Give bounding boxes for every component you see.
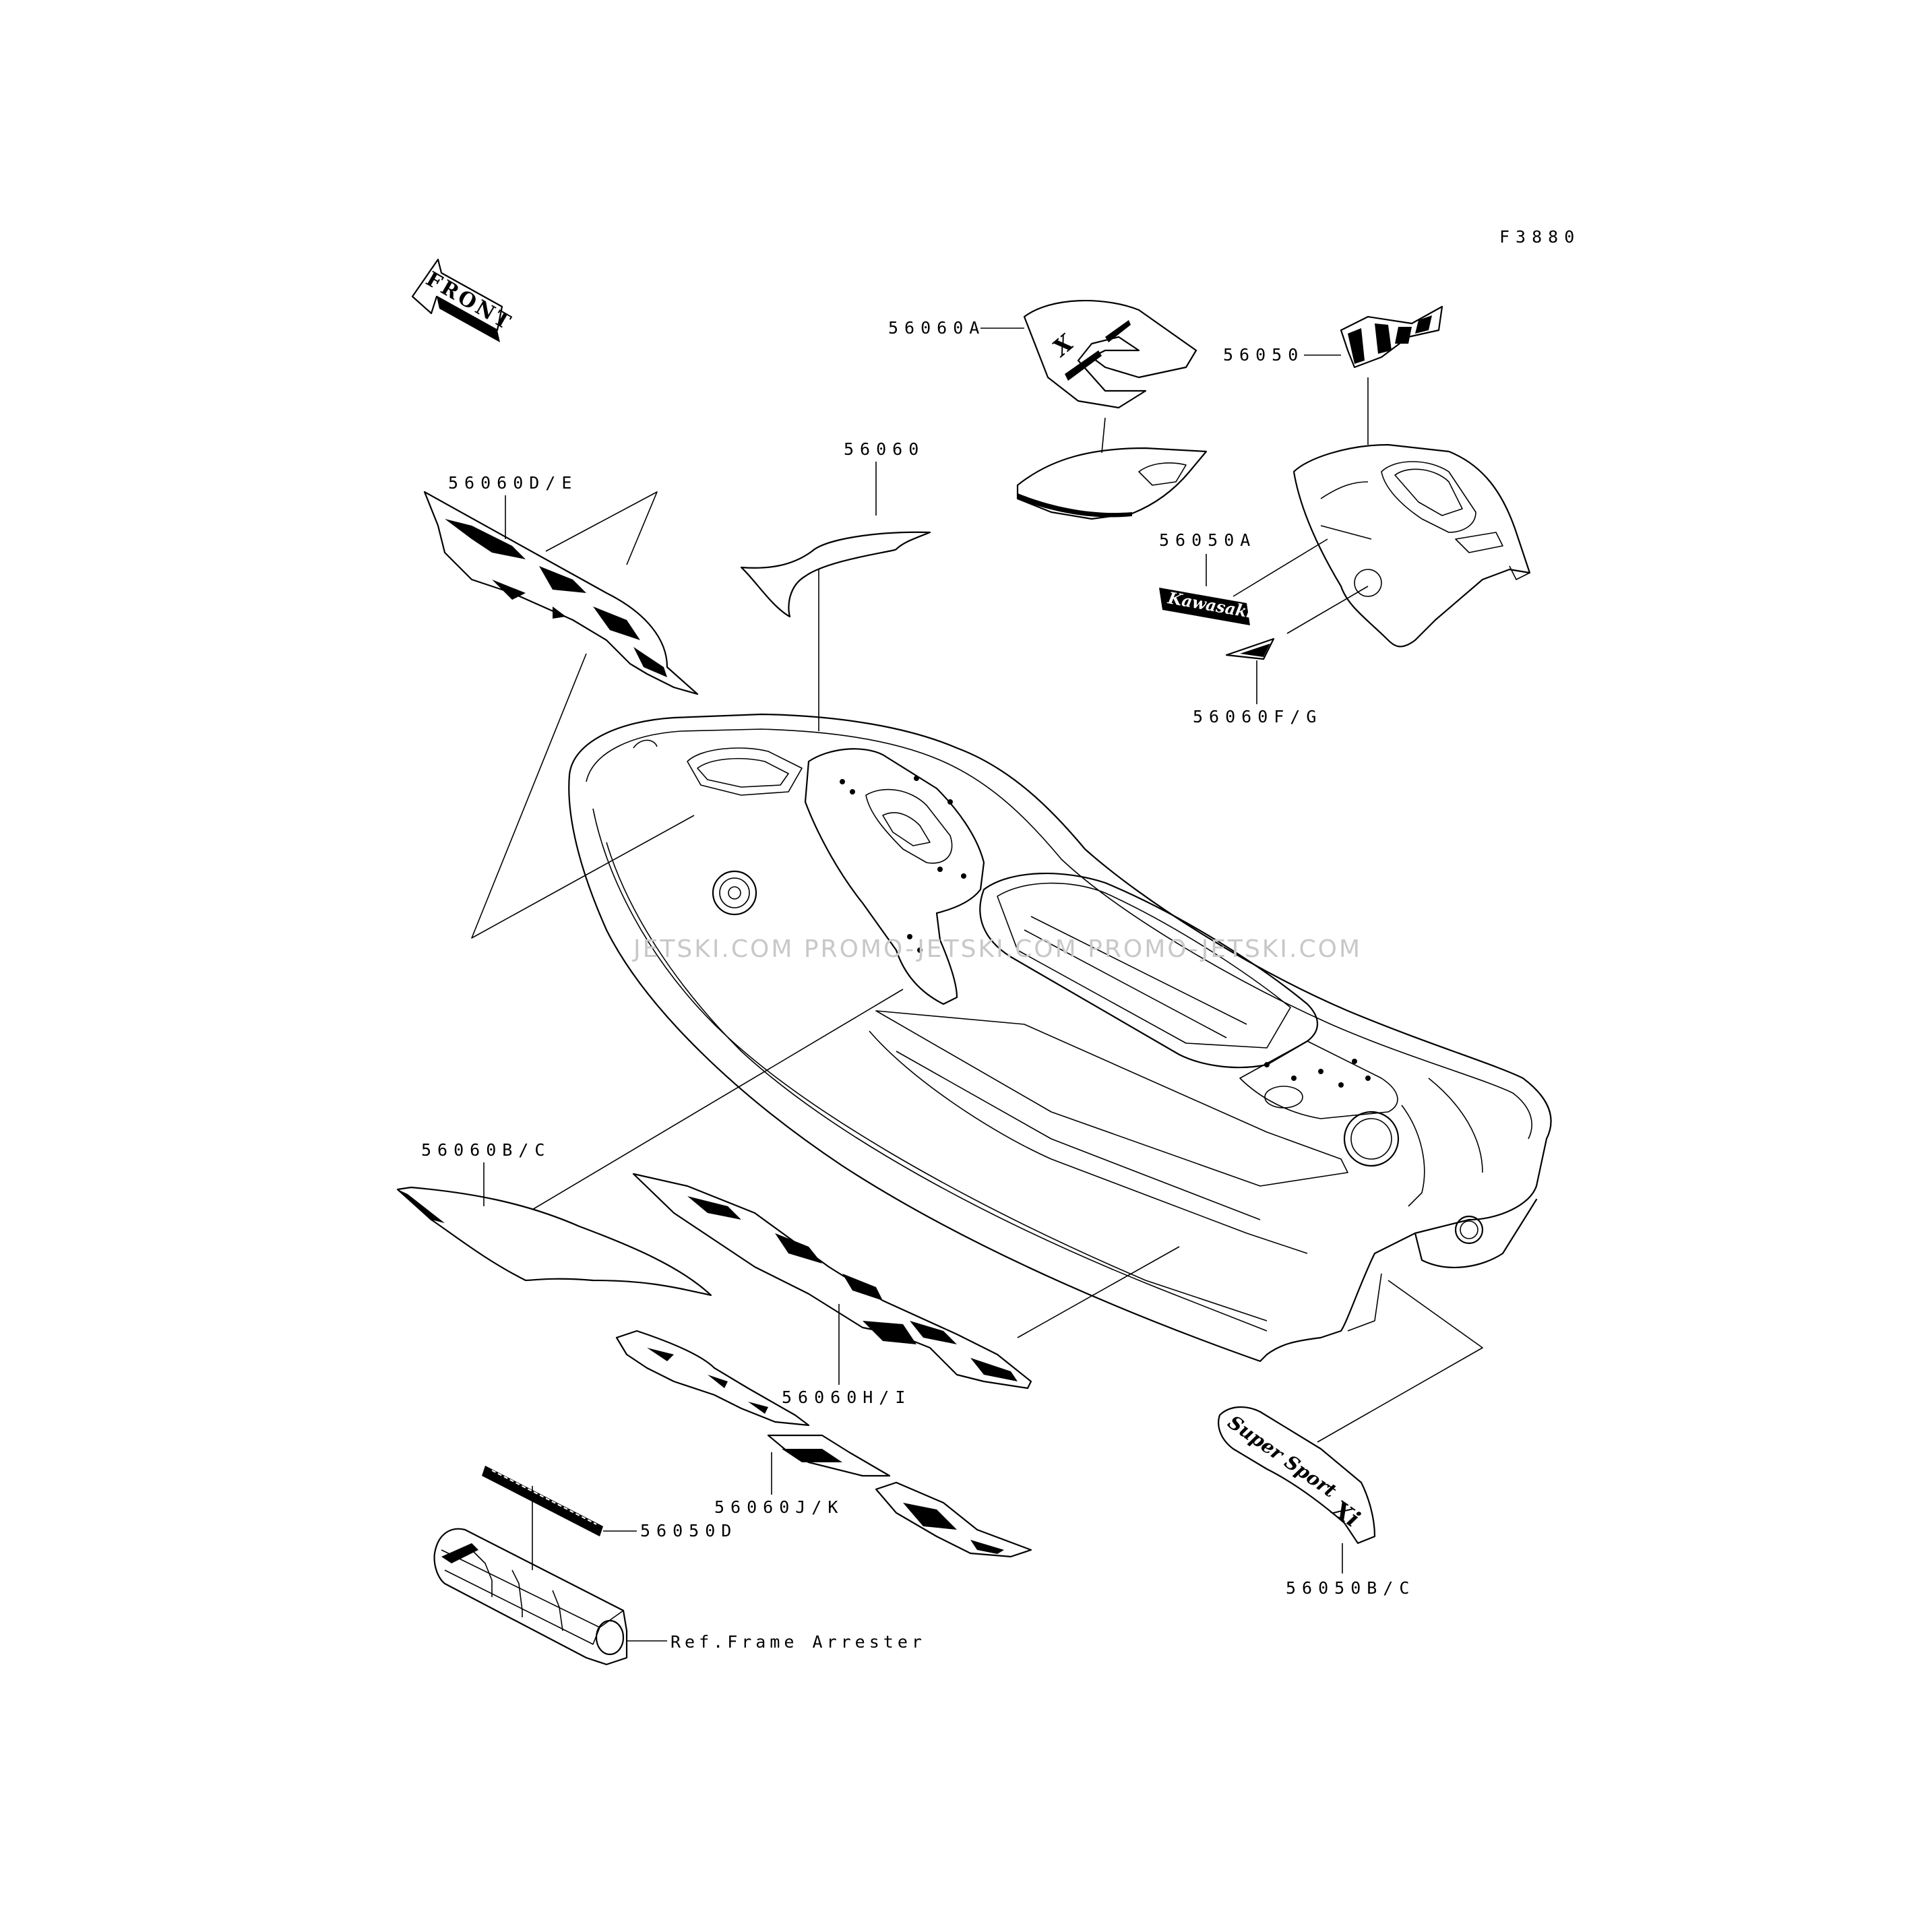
callout-56050: 56050 [1223, 345, 1304, 365]
decal-56060HI [632, 1173, 1032, 1390]
hull-deck [568, 713, 1552, 1363]
decal-56060DE [423, 491, 699, 695]
decal-56050A: Kawasaki [1159, 588, 1254, 625]
decal-56060A: X [1023, 299, 1197, 409]
callout-56060A: 56060A [888, 318, 985, 338]
decal-56050BC: Super Sport Xi [1218, 1406, 1376, 1545]
callout-56050BC: 56050B/C [1286, 1578, 1415, 1598]
decal-56050 [1340, 305, 1443, 369]
hood-cover [1292, 443, 1531, 648]
callout-56050D: 56050D [640, 1521, 737, 1540]
decal-56060JK [615, 1330, 1032, 1558]
decal-56060FG [1225, 637, 1275, 660]
callout-56060BC: 56060B/C [421, 1140, 551, 1160]
callout-56050A: 56050A [1159, 530, 1256, 550]
callout-56060FG: 56060F/G [1193, 707, 1322, 726]
frame-arrester [433, 1528, 628, 1666]
watermark: JETSKI.COM PROMO-JETSKI.COM PROMO-JETSKI… [632, 935, 1362, 963]
callout-56060DE: 56060D/E [448, 473, 578, 493]
decal-56050D [482, 1466, 603, 1536]
decal-56060BC [396, 1186, 712, 1297]
decal-56060 [740, 531, 931, 618]
front-arrow-label: FRONT [422, 268, 517, 336]
seat-cushion [1016, 447, 1208, 520]
figure-code: F3880 [1499, 227, 1580, 247]
callout-ref-frame-arrester: Ref.Frame Arrester [671, 1632, 926, 1652]
callout-56060JK: 56060J/K [714, 1497, 844, 1517]
callout-56060: 56060 [844, 439, 925, 459]
callout-56060HI: 56060H/I [782, 1388, 911, 1407]
front-arrow-icon: FRONT [411, 258, 517, 342]
